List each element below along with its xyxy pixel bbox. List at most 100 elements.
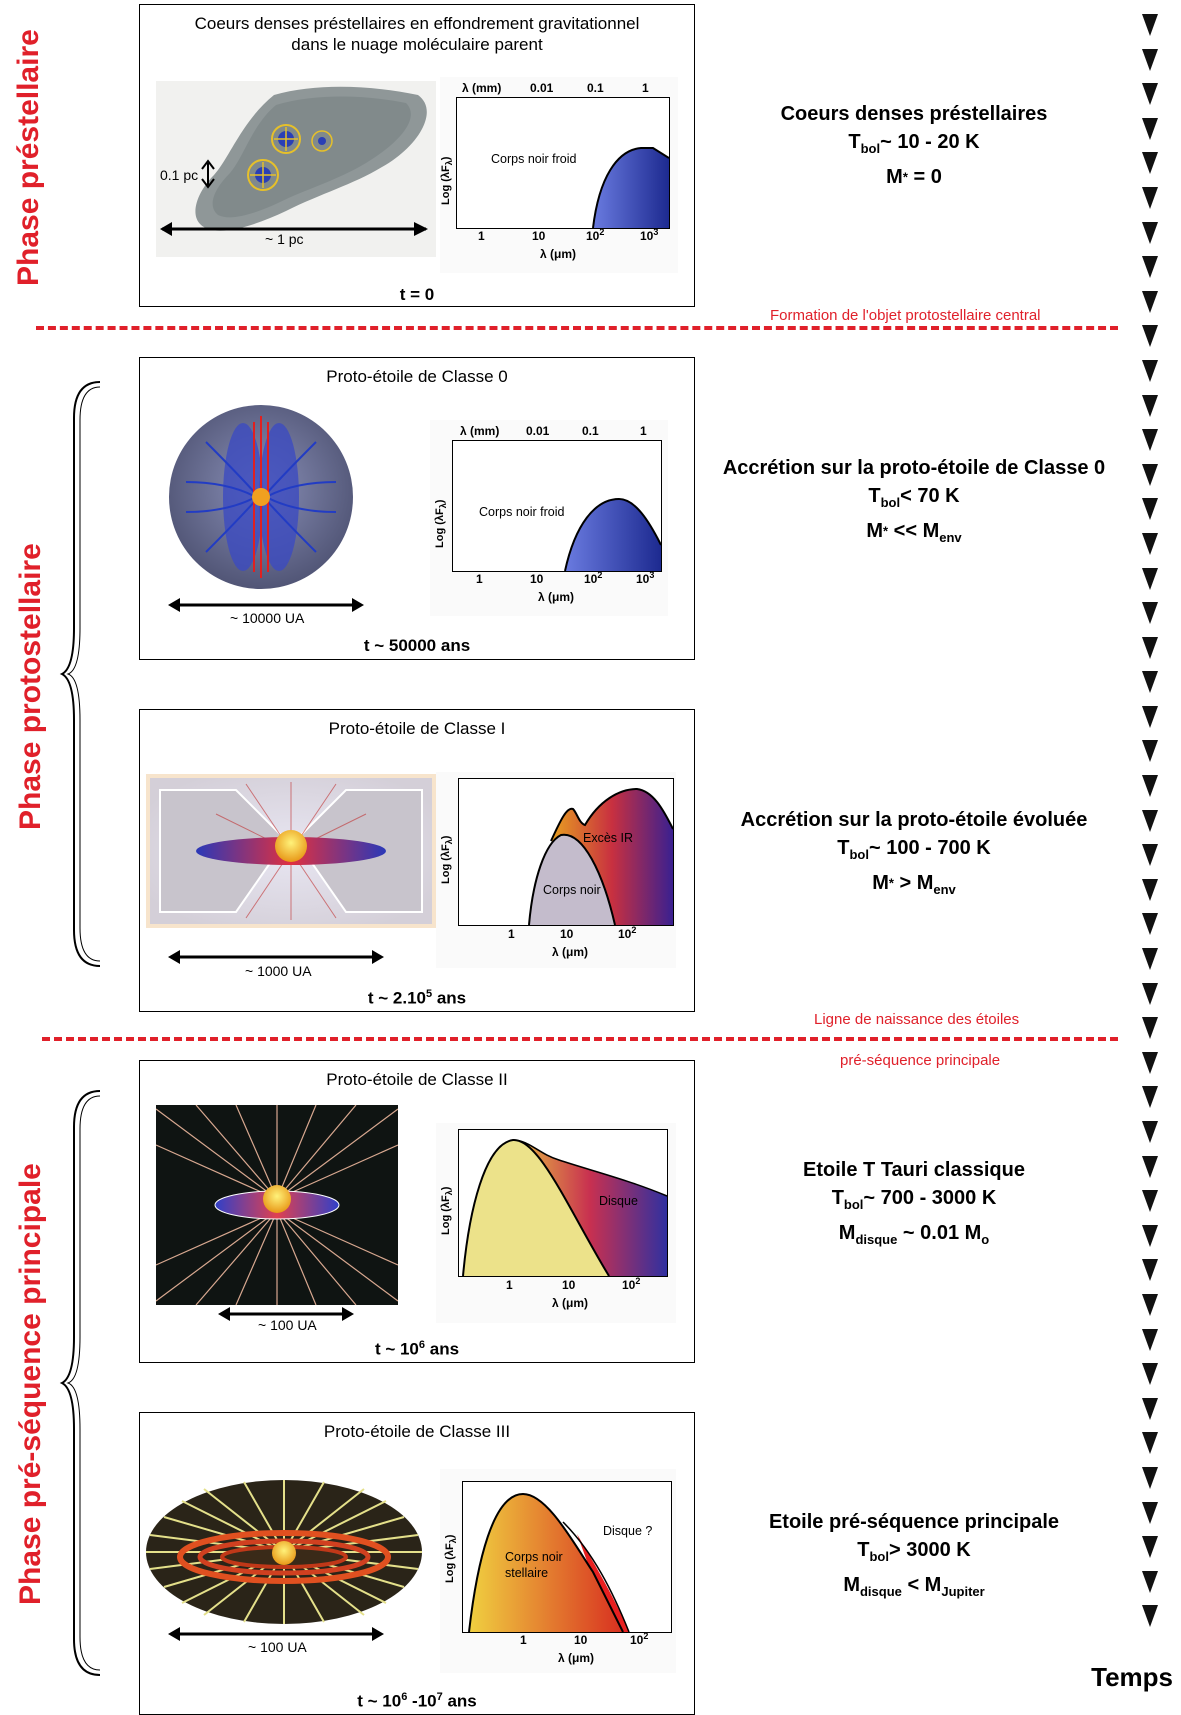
sed-blackbody-label: Corps noir (543, 883, 601, 897)
time-arrow-icon (1142, 1536, 1158, 1559)
sed-tick-1: 1 (506, 1278, 513, 1292)
sed-tick-1: 1 (476, 572, 483, 586)
time-arrow-icon (1142, 1328, 1158, 1351)
description-temperature: Tbol> 3000 K (857, 1539, 971, 1564)
sed-tick-1: 1 (508, 927, 515, 941)
sed-tick-1: 1 (478, 229, 485, 243)
scale-label-small: 0.1 pc (160, 167, 199, 183)
divider-formation-label: Formation de l'objet protostellaire cent… (770, 307, 1041, 324)
description-class1: Accrétion sur la proto-étoile évoluée Tb… (684, 806, 1144, 904)
panel-class3: Proto-étoile de Classe III ~ 100 UA Disq… (139, 1412, 695, 1715)
description-title: Etoile pré-séquence principale (768, 1511, 1060, 1533)
time-arrow-icon (1142, 152, 1158, 175)
sed-top-tick-3: 1 (642, 81, 649, 95)
sed-frame: Corps noir froid (456, 97, 670, 229)
sed-ir-excess-label: Excès IR (583, 831, 634, 845)
time-arrow-icon (1142, 532, 1158, 555)
sed-top-tick-2: 0.1 (587, 81, 604, 95)
time-arrow-icon (1142, 982, 1158, 1005)
time-arrow-icon (1142, 567, 1158, 590)
time-arrow-icon (1142, 636, 1158, 659)
time-arrow-icon (1142, 1155, 1158, 1178)
sed-ylabel: Log (λFλ) (440, 1186, 455, 1235)
dense-core-small (311, 130, 333, 152)
time-arrow-icon (1142, 1501, 1158, 1524)
description-class0: Accrétion sur la proto-étoile de Classe … (684, 454, 1144, 552)
sed-plot: Disque ? Corps noir stellaire Log (λFλ) … (440, 1469, 676, 1673)
description-title: Accrétion sur la proto-étoile de Classe … (722, 457, 1106, 479)
description-mass: Mdisque < MJupiter (843, 1574, 985, 1599)
sed-top-tick-3: 1 (640, 424, 647, 438)
sed-tick-100: 102 (630, 1631, 649, 1647)
scale-label: ~ 100 UA (248, 1639, 307, 1655)
divider-birthline (42, 1037, 1118, 1041)
time-arrow-icon (1142, 221, 1158, 244)
sed-tick-1000: 103 (636, 570, 655, 586)
class1-disk-illustration (146, 774, 436, 928)
description-mass: M* > Menv (872, 872, 956, 897)
sed-tick-100: 102 (622, 1276, 641, 1292)
sed-xlabel: λ (μm) (552, 1296, 589, 1310)
scale-arrow (168, 598, 364, 612)
sed-stellar-bb-label-1: Corps noir (505, 1550, 563, 1564)
time-arrow-icon (1142, 1224, 1158, 1247)
sed-xlabel: λ (μm) (538, 590, 575, 604)
sed-tick-10: 10 (560, 927, 574, 941)
panel-title: Proto-étoile de Classe 0 (326, 367, 508, 386)
sed-stellar-bb-label-2: stellaire (505, 1566, 549, 1580)
brace-protostellar (59, 381, 101, 967)
sed-frame: Excès IR Corps noir (458, 778, 674, 926)
sed-frame: Corps noir froid (452, 440, 662, 572)
description-temperature: Tbol~ 100 - 700 K (837, 837, 991, 862)
sed-ylabel: Log (λFλ) (434, 499, 449, 548)
time-arrow-icon (1142, 1570, 1158, 1593)
time-arrow-icon (1142, 844, 1158, 867)
panel-time: t ~ 106 -107 ans (357, 1691, 477, 1711)
time-arrow-icon (1142, 14, 1158, 36)
phase-label-protostellar: Phase protostellaire (14, 543, 47, 830)
class3-debris-disk-illustration (146, 1480, 422, 1624)
sed-plot: Excès IR Corps noir Log (λFλ) 1 10 102 λ… (436, 772, 676, 968)
scale-label: ~ 100 UA (258, 1317, 317, 1333)
time-arrow-icon (1142, 1397, 1158, 1420)
description-mass: M* << Menv (866, 520, 962, 545)
panel-title: Proto-étoile de Classe II (326, 1070, 508, 1089)
time-arrow-icon (1142, 775, 1158, 798)
description-mass: M* = 0 (886, 166, 942, 188)
dense-core-large-2 (247, 159, 279, 191)
sed-xlabel: λ (μm) (558, 1651, 595, 1665)
description-title: Coeurs denses préstellaires (780, 103, 1048, 125)
sed-tick-10: 10 (562, 1278, 576, 1292)
panel-class1: Proto-étoile de Classe I ~ 1000 UA Excès… (139, 709, 695, 1012)
sed-tick-10: 10 (532, 229, 546, 243)
panel-time: t ~ 2.105 ans (367, 988, 467, 1008)
sed-tick-100: 102 (618, 925, 637, 941)
time-arrow-column (1140, 14, 1160, 1640)
scale-arrow (168, 950, 384, 964)
sed-ylabel: Log (λFλ) (444, 1534, 459, 1583)
molecular-cloud-illustration (156, 81, 436, 257)
time-arrow-icon (1142, 186, 1158, 209)
time-arrow-icon (1142, 463, 1158, 486)
description-class3: Etoile pré-séquence principale Tbol> 300… (684, 1508, 1144, 1606)
time-arrow-icon (1142, 83, 1158, 106)
description-title: Etoile T Tauri classique (803, 1159, 1025, 1181)
sed-top-tick-2: 0.1 (582, 424, 599, 438)
panel-class0: Proto-étoile de Classe 0 ~ 10000 UA λ (m… (139, 357, 695, 660)
sed-disk-question-label: Disque ? (603, 1524, 653, 1538)
sed-tick-100: 102 (586, 227, 605, 243)
sed-top-axis-label: λ (mm) (460, 424, 500, 438)
time-arrow-icon (1142, 1466, 1158, 1489)
sed-xlabel: λ (μm) (552, 945, 589, 959)
time-arrow-icon (1142, 1121, 1158, 1143)
scale-arrow (218, 1307, 354, 1321)
panel-time: t = 0 (399, 285, 435, 304)
time-arrow-icon (1142, 671, 1158, 694)
class2-disk-illustration (156, 1105, 398, 1305)
sed-frame: Disque (458, 1129, 668, 1277)
description-title: Accrétion sur la proto-étoile évoluée (740, 809, 1088, 831)
description-temperature: Tbol< 70 K (868, 485, 960, 510)
time-axis-label: Temps (1091, 1662, 1173, 1692)
sed-tick-10: 10 (530, 572, 544, 586)
dense-core-large-1 (271, 124, 301, 154)
